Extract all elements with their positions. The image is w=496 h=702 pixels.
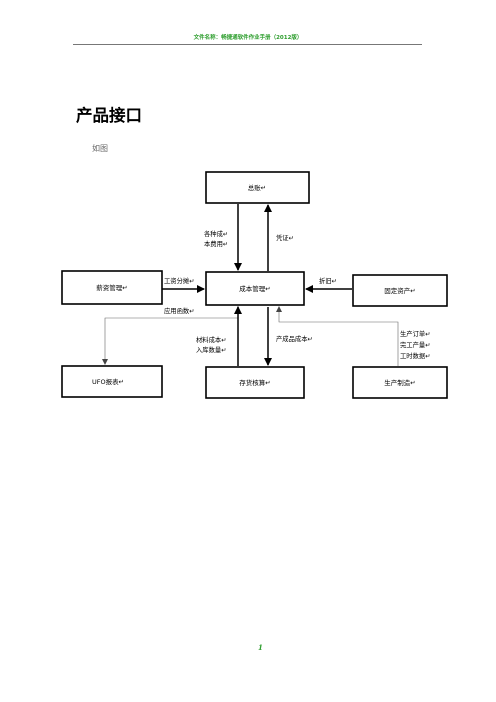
label-cost-carryover-2: 本费用↵: [204, 239, 228, 248]
section-title: 产品接口: [76, 106, 142, 125]
fixed-assets-box: 固定资产↵: [352, 274, 448, 307]
cost-management-box: 成本管理↵: [205, 271, 305, 306]
payroll-label: 薪资管理↵: [96, 283, 127, 292]
label-application-function: 应用函数↵: [164, 306, 194, 315]
fixed-assets-label: 固定资产↵: [384, 286, 415, 295]
payroll-box: 薪资管理↵: [61, 270, 163, 305]
ufo-report-label: UFO报表↵: [92, 377, 124, 386]
label-product-unit-cost: 产成品成本↵: [276, 334, 313, 343]
production-manufacturing-box: 生产制造↵: [352, 366, 448, 399]
intro-text: 如图: [92, 144, 108, 153]
general-ledger-box: 总账↵: [205, 171, 310, 204]
inventory-accounting-label: 存货核算↵: [239, 378, 270, 387]
label-production-info-3: 工时数据↵: [400, 351, 430, 360]
arrow-production-to-cost: [276, 306, 399, 366]
label-material-cost-1: 材料成本↵: [196, 335, 226, 344]
general-ledger-label: 总账↵: [248, 183, 266, 192]
production-manufacturing-label: 生产制造↵: [384, 378, 415, 387]
label-voucher: 凭证↵: [276, 233, 294, 242]
header-rule: [73, 44, 422, 45]
label-cost-carryover-1: 各种成↵: [204, 229, 228, 238]
label-depreciation: 折旧↵: [319, 276, 337, 285]
page-number: 1: [258, 643, 263, 652]
cost-management-label: 成本管理↵: [239, 284, 270, 293]
document-header: 文件名称：畅捷通软件作业手册（2012版）: [193, 35, 303, 41]
label-material-cost-2: 入库数量↵: [196, 345, 226, 354]
label-production-info-1: 生产订单↵: [400, 329, 430, 338]
ufo-report-box: UFO报表↵: [61, 365, 163, 398]
inventory-accounting-box: 存货核算↵: [205, 366, 305, 399]
label-production-info-2: 完工产量↵: [400, 340, 430, 349]
label-salary-allocation: 工资分摊↵: [164, 276, 194, 285]
